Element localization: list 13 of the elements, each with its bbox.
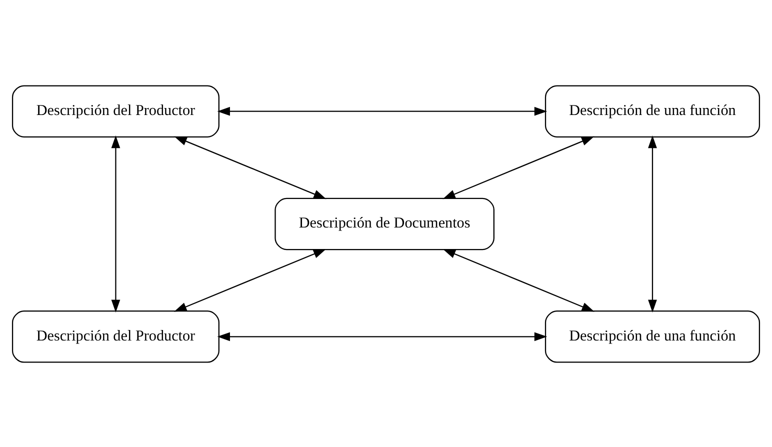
arrow [442,136,594,199]
arrow [442,248,594,312]
arrow [217,106,548,116]
arrow [648,134,657,312]
node-box: Descripción del Productor [12,310,220,362]
arrow [174,248,326,312]
node-box: Descripción de Documentos [274,197,494,250]
arrow [217,332,548,341]
arrow [174,136,326,199]
node-box: Descripción de una función [544,310,760,362]
node-box: Descripción del Productor [12,84,220,137]
node-box: Descripción de una función [544,84,760,137]
arrow [111,134,120,312]
